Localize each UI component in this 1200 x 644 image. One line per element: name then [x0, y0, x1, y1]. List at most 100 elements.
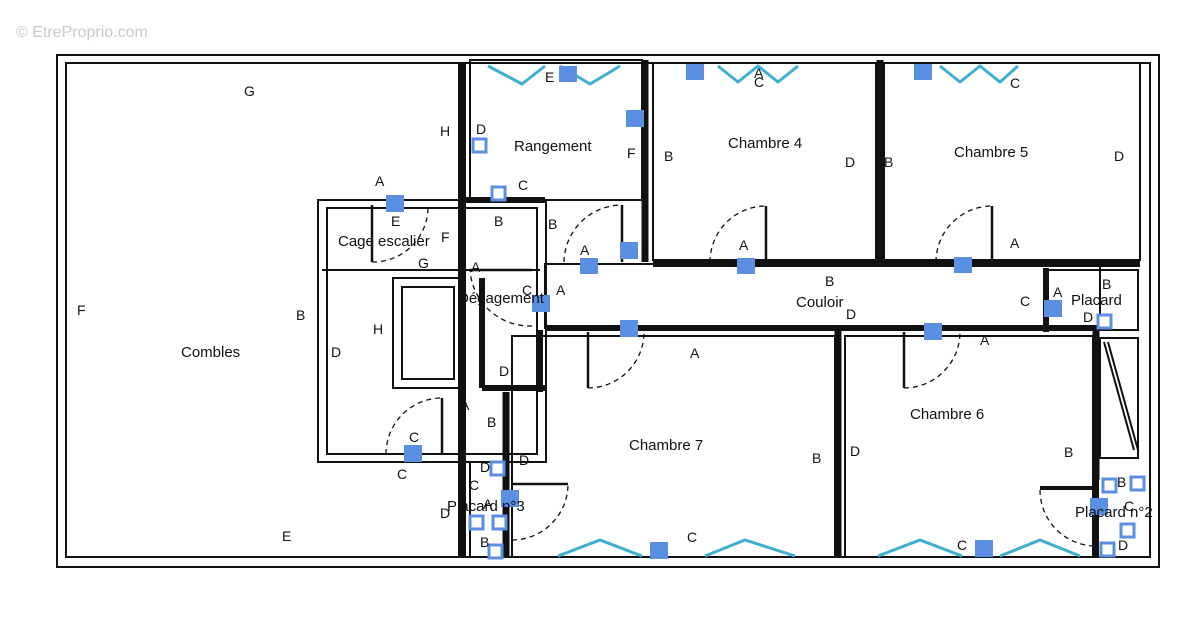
wall-letter: E: [282, 528, 291, 544]
marker: [386, 195, 404, 212]
wall-letter: D: [1118, 537, 1128, 553]
marker: [954, 257, 972, 273]
wall-letter: C: [1124, 498, 1134, 514]
window-chambre7-left: [557, 538, 643, 558]
wall-letter: A: [1053, 284, 1063, 300]
marker-outline: [1096, 313, 1113, 330]
wall-letter: H: [373, 321, 383, 337]
wall-letter: C: [409, 429, 419, 445]
wall-letter: B: [1064, 444, 1073, 460]
door-chambre5: [935, 205, 993, 263]
marker-outline: [490, 185, 507, 202]
wall-letter: F: [441, 229, 450, 245]
wall-letter: B: [1102, 276, 1111, 292]
room-label-placard-n3: Placard n°3: [447, 498, 525, 515]
window-chambre4: [717, 64, 799, 84]
wall-letter: D: [846, 306, 856, 322]
wall-letter: B: [825, 273, 834, 289]
wall-letter: D: [1114, 148, 1124, 164]
window-chambre5: [939, 64, 1019, 84]
wall-letter: D: [331, 344, 341, 360]
room-label-couloir: Couloir: [796, 294, 844, 311]
marker: [620, 242, 638, 259]
window-chambre7-right: [704, 538, 796, 558]
room-label-chambre6: Chambre 6: [910, 406, 984, 423]
wall-letter: C: [1020, 293, 1030, 309]
wall-letter: B: [812, 450, 821, 466]
marker-outline: [491, 514, 508, 531]
wall-letter: A: [739, 237, 749, 253]
door-degagement: [469, 269, 533, 327]
watermark: © EtreProprio.com: [16, 24, 148, 41]
wall-letter: C: [518, 177, 528, 193]
marker-outline: [487, 543, 504, 560]
wall-letter: A: [556, 282, 566, 298]
wall-letter: C: [754, 74, 764, 90]
window-rangement: [487, 64, 546, 86]
wall-letter: D: [519, 452, 529, 468]
room-label-degagement: Dégagement: [458, 290, 545, 307]
wall-letter: A: [375, 173, 385, 189]
wall-letter: D: [499, 363, 509, 379]
marker: [532, 295, 550, 312]
wall-letter: A: [980, 332, 990, 348]
wall-letter: A: [483, 496, 493, 512]
wall-letter: G: [418, 255, 429, 271]
wall-letter: A: [580, 242, 590, 258]
marker: [924, 323, 942, 340]
marker-outline: [1099, 541, 1116, 558]
marker-outline: [1129, 475, 1146, 492]
shaft-walls: [1099, 337, 1139, 459]
wall-letter: C: [1010, 75, 1020, 91]
wall-letter: C: [469, 477, 479, 493]
wall-letter: B: [296, 307, 305, 323]
chambre4-walls: [652, 62, 877, 261]
room-labels: Combles Rangement Chambre 4 Chambre 5 Ca…: [181, 135, 1153, 521]
wall-letter: B: [1117, 474, 1126, 490]
wall-letter: D: [845, 154, 855, 170]
room-label-chambre4: Chambre 4: [728, 135, 802, 152]
wall-letter: B: [664, 148, 673, 164]
marker-outline: [1101, 477, 1118, 494]
room-label-combles: Combles: [181, 344, 240, 361]
room-label-chambre7: Chambre 7: [629, 437, 703, 454]
chambre6-walls: [844, 335, 1094, 558]
wall-letter: G: [244, 83, 255, 99]
wall-letter: D: [1083, 309, 1093, 325]
wall-letter: A: [460, 397, 470, 413]
marker: [620, 320, 638, 337]
chambre5-walls: [883, 62, 1141, 261]
wall-letter: H: [440, 123, 450, 139]
marker-outline: [468, 514, 485, 531]
room-label-rangement: Rangement: [514, 138, 592, 155]
room-label-cage-escalier: Cage escalier: [338, 233, 430, 250]
door-cage-bottom: [385, 397, 443, 455]
marker: [1044, 300, 1062, 317]
wall-letter: C: [522, 282, 532, 298]
wall-letter: C: [687, 529, 697, 545]
marker: [626, 110, 644, 127]
marker-outline: [1119, 522, 1136, 539]
window-chambre6-left: [877, 538, 963, 558]
walls: [56, 54, 1160, 568]
marker: [501, 490, 519, 507]
wall-letter: F: [77, 302, 86, 318]
stair-well: [392, 277, 464, 389]
door-rangement: [563, 204, 623, 263]
room-label-placard: Placard: [1071, 292, 1122, 309]
wall-letter: E: [545, 69, 554, 85]
door-placard-n3: [511, 483, 569, 541]
wall-letter: B: [884, 154, 893, 170]
marker: [737, 258, 755, 274]
marker: [580, 258, 598, 274]
marker: [1090, 498, 1108, 515]
wall-letter: E: [391, 213, 400, 229]
door-chambre7: [587, 331, 645, 389]
marker: [914, 64, 932, 80]
window-chambre6-right: [999, 538, 1081, 558]
door-chambre4: [709, 205, 767, 263]
wall-letter: A: [754, 65, 764, 81]
wall-letter: A: [1010, 235, 1020, 251]
wall-letter: F: [627, 145, 636, 161]
room-label-chambre5: Chambre 5: [954, 144, 1028, 161]
